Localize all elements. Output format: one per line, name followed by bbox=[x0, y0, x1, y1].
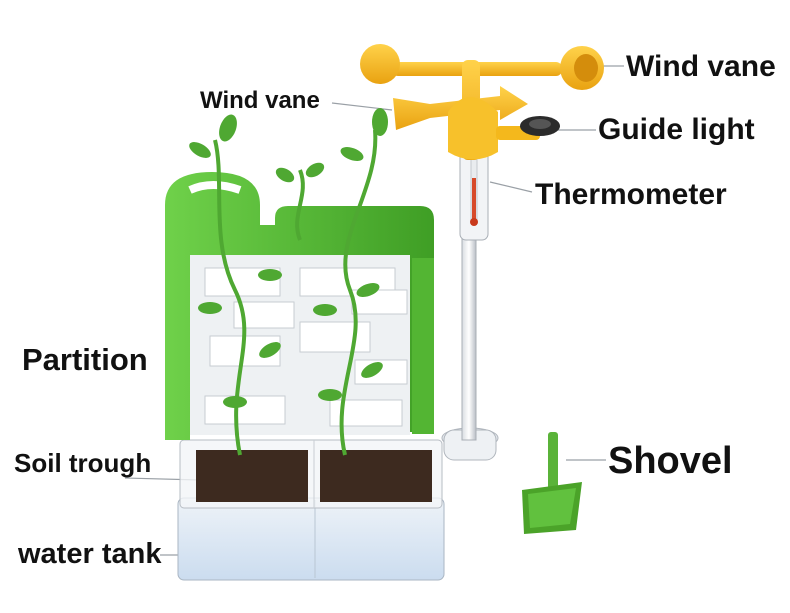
shovel bbox=[522, 432, 582, 534]
water-tank-label: water tank bbox=[18, 538, 162, 570]
thermometer-label: Thermometer bbox=[535, 178, 727, 211]
water-tank bbox=[177, 497, 445, 581]
soil-trough-label: Soil trough bbox=[14, 448, 152, 478]
wind-vane-label-right: Wind vane bbox=[626, 50, 776, 83]
wind-vane-label-left: Wind vane bbox=[200, 87, 320, 114]
partitions bbox=[204, 267, 408, 427]
guide-light bbox=[496, 116, 560, 140]
soil-trough bbox=[179, 439, 443, 509]
guide-light-label: Guide light bbox=[598, 113, 755, 146]
partition-label: Partition bbox=[22, 342, 148, 377]
shovel-label: Shovel bbox=[608, 440, 733, 482]
wind-vane bbox=[360, 44, 604, 160]
leaves bbox=[189, 108, 388, 408]
thermometer bbox=[459, 139, 489, 241]
